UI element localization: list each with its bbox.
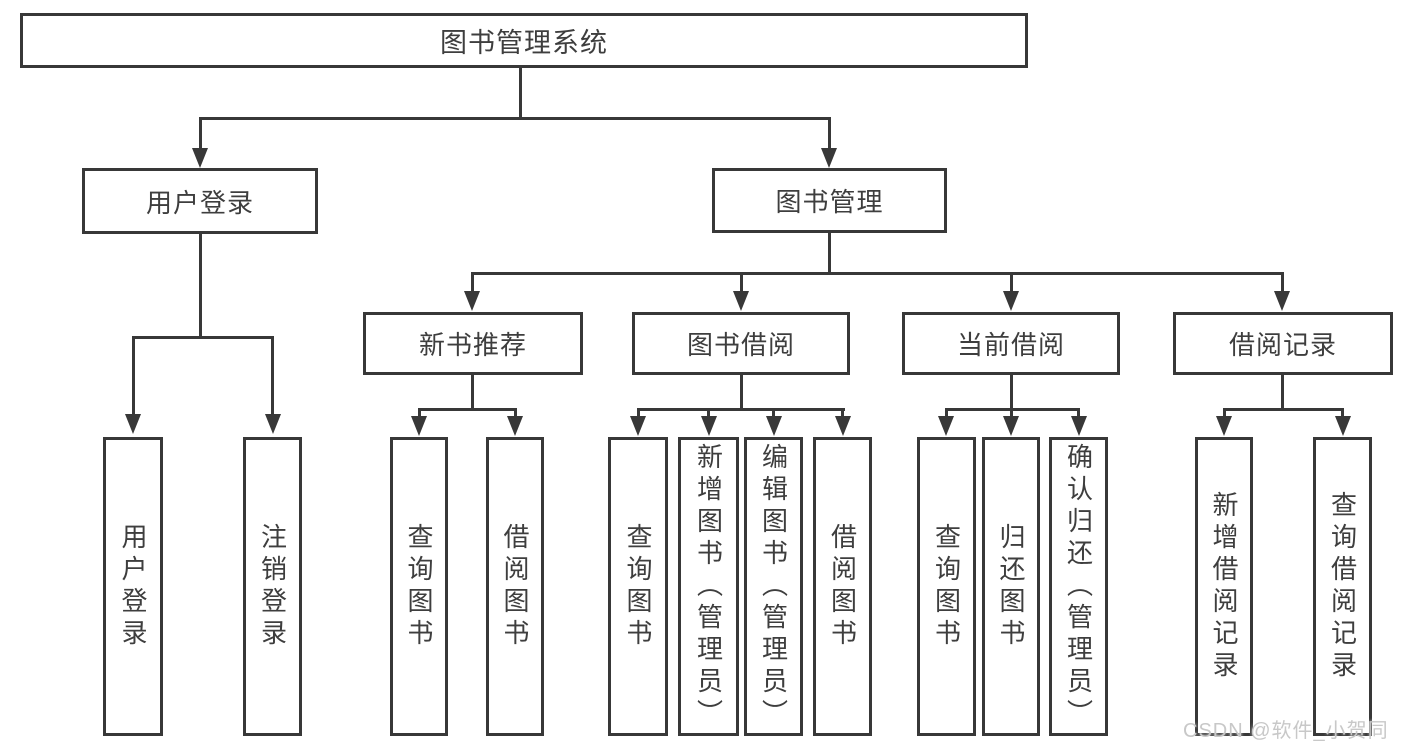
connector-leaf-drop: [944, 408, 948, 418]
node-book-management: 图书管理: [712, 168, 947, 233]
arrow-down-icon: [1070, 416, 1087, 436]
leaf-borrow-book-2-label: 借阅图书: [827, 522, 858, 651]
arrow-down-icon: [1334, 416, 1351, 436]
connector-leaf-drop: [841, 408, 844, 418]
arrow-down-icon: [125, 414, 141, 434]
leaf-query-book-2: 查询图书: [608, 437, 668, 736]
connector-new-book-recommend-trunk: [470, 375, 474, 409]
arrow-down-icon: [192, 148, 208, 168]
leaf-add-borrow-record-label: 新增借阅记录: [1209, 490, 1239, 683]
watermark: CSDN @软件_小贺同学: [1183, 720, 1389, 742]
leaf-query-book-3-label: 查询图书: [931, 522, 962, 651]
connector-root-trunk: [518, 68, 522, 118]
leaf-query-book-1: 查询图书: [390, 437, 448, 736]
connector-user-login-trunk: [198, 234, 202, 337]
connector-to-user-login: [198, 117, 202, 150]
connector-user-login-span: [131, 336, 274, 339]
connector-leaf-drop: [707, 408, 710, 418]
arrow-down-icon: [1274, 291, 1290, 311]
leaf-add-borrow-record: 新增借阅记录: [1195, 437, 1253, 736]
leaf-confirm-return-admin: 确认归还（管理员）: [1049, 437, 1108, 736]
leaf-edit-book-admin: 编辑图书（管理员）: [744, 437, 803, 736]
arrow-down-icon: [411, 416, 427, 436]
connector-level3-span: [470, 272, 1284, 275]
arrow-down-icon: [1216, 416, 1232, 436]
connector-leaf-drop: [1222, 408, 1226, 418]
connector-book-borrow-trunk: [739, 375, 743, 409]
connector-to-leaf-user-login: [131, 336, 135, 416]
connector-borrow-records-trunk: [1280, 375, 1284, 409]
connector-leaf-drop: [1009, 408, 1013, 418]
arrow-down-icon: [700, 416, 717, 436]
connector-to-new-book-recommend: [470, 272, 474, 294]
node-root-label: 图书管理系统: [440, 28, 608, 58]
connector-book-management-trunk: [827, 233, 831, 273]
node-current-borrow-label: 当前借阅: [956, 330, 1065, 360]
arrow-down-icon: [733, 291, 749, 311]
node-book-borrow-label: 图书借阅: [686, 330, 795, 360]
leaf-borrow-book-2: 借阅图书: [813, 437, 872, 736]
arrow-down-icon: [1003, 416, 1019, 436]
leaf-add-book-admin: 新增图书（管理员）: [678, 437, 739, 736]
arrow-down-icon: [507, 416, 523, 436]
leaf-edit-book-admin-label: 编辑图书（管理员）: [758, 442, 789, 731]
leaf-query-book-1-label: 查询图书: [404, 522, 434, 651]
node-current-borrow: 当前借阅: [902, 312, 1120, 375]
connector-current-borrow-trunk: [1009, 375, 1013, 409]
connector-leaf-drop: [636, 408, 640, 418]
connector-leaf-drop: [1341, 408, 1344, 418]
node-book-management-label: 图书管理: [775, 187, 884, 217]
arrow-down-icon: [464, 291, 480, 311]
leaf-query-book-2-label: 查询图书: [623, 522, 653, 651]
connector-leaf-drop: [417, 408, 421, 418]
leaf-query-book-3: 查询图书: [917, 437, 976, 736]
arrow-down-icon: [938, 416, 954, 436]
leaf-query-borrow-record: 查询借阅记录: [1313, 437, 1372, 736]
leaf-borrow-book-1: 借阅图书: [486, 437, 544, 736]
node-user-login-label: 用户登录: [145, 187, 254, 218]
node-book-borrow: 图书借阅: [632, 312, 850, 375]
node-borrow-records-label: 借阅记录: [1228, 330, 1337, 360]
connector-to-leaf-logout: [271, 336, 274, 416]
leaf-logout-login-label: 注销登录: [257, 522, 288, 651]
arrow-down-icon: [821, 148, 837, 168]
leaf-return-book-label: 归还图书: [996, 522, 1026, 651]
leaf-user-login: 用户登录: [103, 437, 163, 736]
leaf-query-borrow-record-label: 查询借阅记录: [1327, 490, 1358, 683]
node-new-book-recommend: 新书推荐: [363, 312, 583, 375]
connector-group-span-book-borrow: [636, 408, 845, 411]
leaf-confirm-return-admin-label: 确认归还（管理员）: [1063, 442, 1094, 731]
node-borrow-records: 借阅记录: [1173, 312, 1393, 375]
node-new-book-recommend-label: 新书推荐: [418, 330, 527, 360]
node-user-login: 用户登录: [82, 168, 318, 234]
arrow-down-icon: [765, 416, 782, 436]
arrow-down-icon: [1003, 291, 1019, 311]
arrow-down-icon: [264, 414, 281, 434]
leaf-logout-login: 注销登录: [243, 437, 302, 736]
leaf-borrow-book-1-label: 借阅图书: [500, 522, 530, 651]
connector-to-book-management: [827, 117, 831, 150]
connector-group-span-borrow-records: [1222, 408, 1344, 411]
node-root: 图书管理系统: [20, 13, 1028, 68]
leaf-return-book: 归还图书: [982, 437, 1040, 736]
connector-to-current-borrow: [1009, 272, 1013, 294]
leaf-user-login-label: 用户登录: [118, 522, 148, 651]
arrow-down-icon: [834, 416, 851, 436]
connector-to-borrow-records: [1280, 272, 1284, 294]
arrow-down-icon: [630, 416, 646, 436]
connector-group-span-new-book-recommend: [417, 408, 517, 411]
connector-leaf-drop: [772, 408, 775, 418]
connector-to-book-borrow: [739, 272, 743, 294]
leaf-add-book-admin-label: 新增图书（管理员）: [693, 442, 724, 731]
connector-leaf-drop: [513, 408, 517, 418]
connector-leaf-drop: [1077, 408, 1080, 418]
connector-root-span: [198, 117, 831, 120]
